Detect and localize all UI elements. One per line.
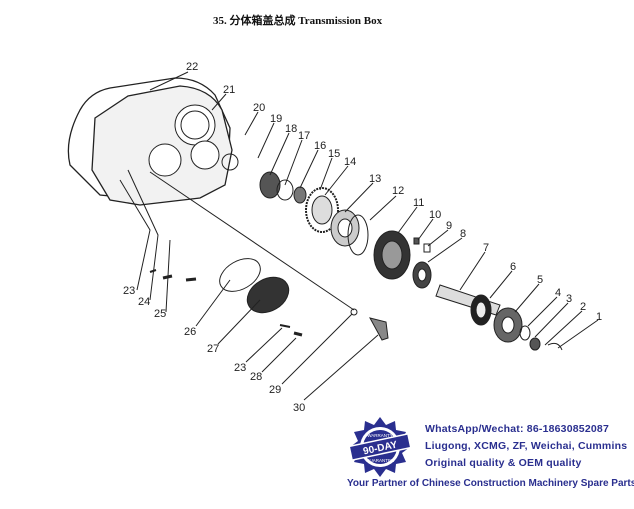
callout-28: 28 <box>250 371 262 383</box>
title-english: Transmission Box <box>298 15 383 27</box>
gasket-outline <box>67 77 231 201</box>
callout-1: 1 <box>596 311 602 323</box>
callout-23: 23 <box>123 285 135 297</box>
callout-5: 5 <box>537 274 543 286</box>
callout-13: 13 <box>369 173 381 185</box>
callout-19: 19 <box>270 113 282 125</box>
title-number: 35. <box>213 15 227 27</box>
callout-15: 15 <box>328 148 340 160</box>
title-chinese: 分体箱盖总成 <box>229 15 296 27</box>
promo-brands: Liugong, XCMG, ZF, Weichai, Cummins <box>425 440 628 452</box>
diagram-title: 35. 分体箱盖总成 Transmission Box <box>213 12 382 28</box>
callout-16: 16 <box>314 140 326 152</box>
callout-18: 18 <box>285 123 297 135</box>
callout-6: 6 <box>510 261 516 273</box>
callout-21: 21 <box>223 84 235 96</box>
callout-24: 24 <box>138 296 150 308</box>
promo-tagline: Your Partner of Chinese Construction Mac… <box>347 478 634 489</box>
callout-10: 10 <box>429 209 441 221</box>
callout-20: 20 <box>253 102 265 114</box>
badge-guarantee: GUARANTEE <box>366 458 394 463</box>
callout-7: 7 <box>483 242 489 254</box>
promo-contact: WhatsApp/Wechat: 86-18630852087 <box>425 423 610 435</box>
callout-30: 30 <box>293 402 305 414</box>
callout-23b: 23 <box>234 362 246 374</box>
callout-labels: 22 21 20 19 18 17 16 15 14 13 12 11 10 9… <box>123 61 602 414</box>
callout-25: 25 <box>154 308 166 320</box>
callout-22: 22 <box>186 61 198 73</box>
warranty-badge: 90-DAY WARRANTY GUARANTEE <box>348 417 412 477</box>
callout-26: 26 <box>184 326 196 338</box>
callout-4: 4 <box>555 287 561 299</box>
callout-3: 3 <box>566 293 572 305</box>
callout-17: 17 <box>298 130 310 142</box>
promo-quality: Original quality & OEM quality <box>425 457 582 469</box>
badge-warranty: WARRANTY <box>367 433 393 438</box>
callout-27: 27 <box>207 343 219 355</box>
callout-29: 29 <box>269 384 281 396</box>
callout-2: 2 <box>580 301 586 313</box>
callout-9: 9 <box>446 220 452 232</box>
callout-12: 12 <box>392 185 404 197</box>
callout-8: 8 <box>460 228 466 240</box>
callout-14: 14 <box>344 156 356 168</box>
promo-block: WhatsApp/Wechat: 86-18630852087 Liugong,… <box>345 420 634 500</box>
callout-11: 11 <box>413 197 424 209</box>
